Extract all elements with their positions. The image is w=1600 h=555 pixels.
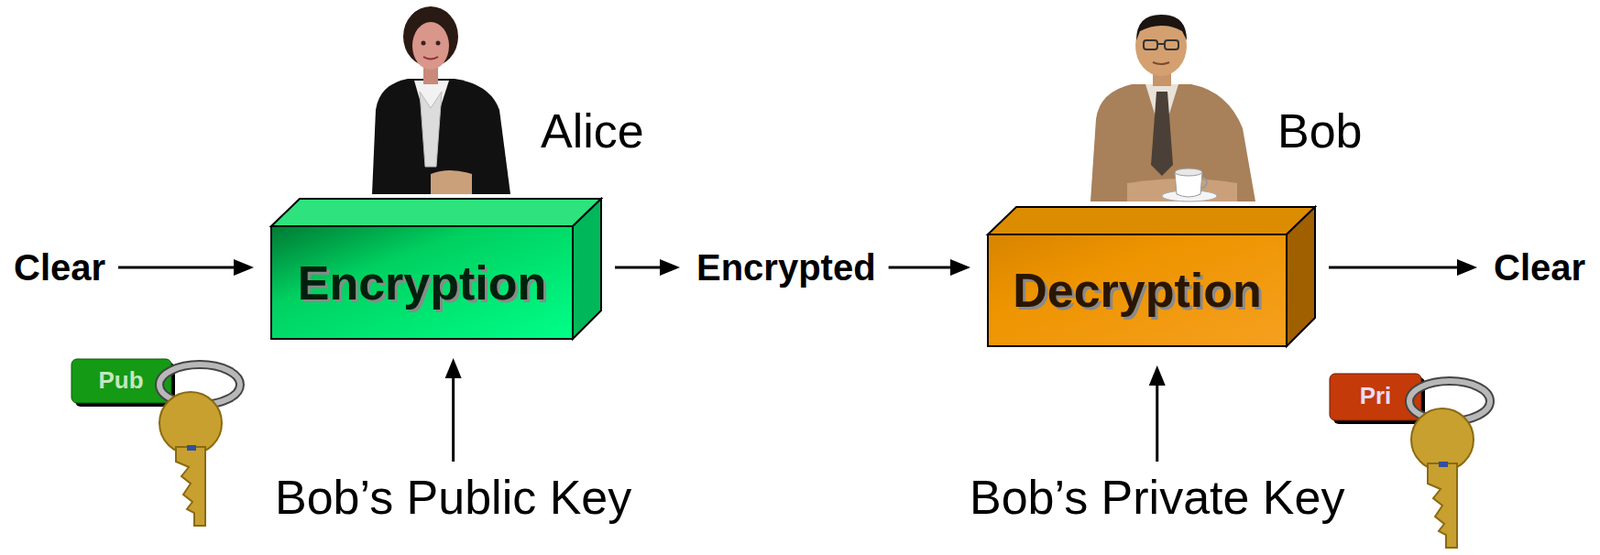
bob-figure xyxy=(1090,14,1256,202)
private-key-icon-part xyxy=(1427,463,1458,548)
flow-arrow xyxy=(1149,365,1166,462)
bob-figure-part xyxy=(1090,84,1256,202)
bob-figure-part xyxy=(1202,177,1207,189)
private-key-icon-part xyxy=(1411,408,1474,472)
alice-figure-part xyxy=(421,41,427,46)
box-top-face xyxy=(987,207,1316,235)
alice-figure-part xyxy=(430,170,472,195)
box-face: Encryption xyxy=(270,226,574,340)
bob-figure-part xyxy=(1174,168,1203,176)
bob-figure-part xyxy=(1157,43,1165,45)
box-top-face xyxy=(271,198,602,227)
private-key-icon xyxy=(1329,373,1491,548)
private-key-icon-part xyxy=(1438,461,1448,468)
plain-text-node: Encrypted xyxy=(696,245,877,290)
box-side-face xyxy=(572,198,602,340)
key-label-text: Bob’s Private Key xyxy=(969,469,1345,527)
alice-figure-part xyxy=(419,91,442,167)
public-key-icon-part xyxy=(186,445,197,451)
alice-figure-part xyxy=(410,13,451,30)
box-front-face xyxy=(271,226,573,340)
flow-arrow xyxy=(888,259,971,276)
bob-figure-part xyxy=(1143,40,1158,50)
alice-figure-part xyxy=(436,41,441,46)
box-title: Encryption xyxy=(297,254,548,312)
key-caption: Bob’s Private Key xyxy=(969,469,1345,527)
key-caption: Bob’s Public Key xyxy=(274,469,632,527)
arrow-head xyxy=(1149,365,1166,386)
key-label-text: Bob’s Public Key xyxy=(274,469,632,527)
data-state-text: Encrypted xyxy=(696,245,877,290)
public-key-icon-part xyxy=(175,447,206,527)
bob-figure-part xyxy=(1164,40,1179,50)
alice-figure-part xyxy=(423,56,439,60)
bob-figure-part xyxy=(1136,14,1187,41)
public-key-icon-part xyxy=(159,392,222,455)
arrow-head xyxy=(445,358,462,379)
bob-figure-part xyxy=(1135,15,1187,77)
arrow-line xyxy=(614,266,664,270)
encryption-box: Encryption xyxy=(270,197,603,340)
bob-figure-part xyxy=(1152,62,1170,65)
key-tag-text: Pub xyxy=(98,366,143,395)
box-front-face xyxy=(987,234,1287,347)
flow-arrow xyxy=(445,358,462,462)
arrow-head xyxy=(1457,259,1478,276)
arrow-line xyxy=(451,374,455,462)
arrow-line xyxy=(1328,266,1461,270)
key-tag-text: Pri xyxy=(1359,382,1392,411)
arrow-line xyxy=(118,266,238,270)
box-title: Decryption xyxy=(1012,262,1262,319)
flow-arrow xyxy=(1328,259,1478,276)
data-state-text: Clear xyxy=(1493,245,1586,290)
arrow-head xyxy=(659,259,680,276)
arrow-line xyxy=(888,266,954,270)
plain-text-node: Clear xyxy=(1493,245,1586,290)
bob-figure-part xyxy=(1150,91,1173,176)
flow-arrow xyxy=(118,259,254,276)
person-name: Alice xyxy=(540,102,645,160)
alice-figure-part xyxy=(372,78,511,195)
box-side-face xyxy=(1286,207,1316,347)
alice-figure-part xyxy=(412,21,450,70)
public-key-icon xyxy=(71,359,241,527)
arrow-line xyxy=(1155,382,1159,462)
arrow-head xyxy=(950,259,971,276)
decryption-box: Decryption xyxy=(986,206,1316,348)
box-face: Decryption xyxy=(986,234,1288,348)
flow-arrow xyxy=(614,259,680,276)
plain-text-node: Clear xyxy=(13,245,106,290)
person-name: Bob xyxy=(1277,102,1363,160)
arrow-head xyxy=(233,259,254,276)
data-state-text: Clear xyxy=(13,245,106,290)
alice-figure xyxy=(372,6,511,195)
